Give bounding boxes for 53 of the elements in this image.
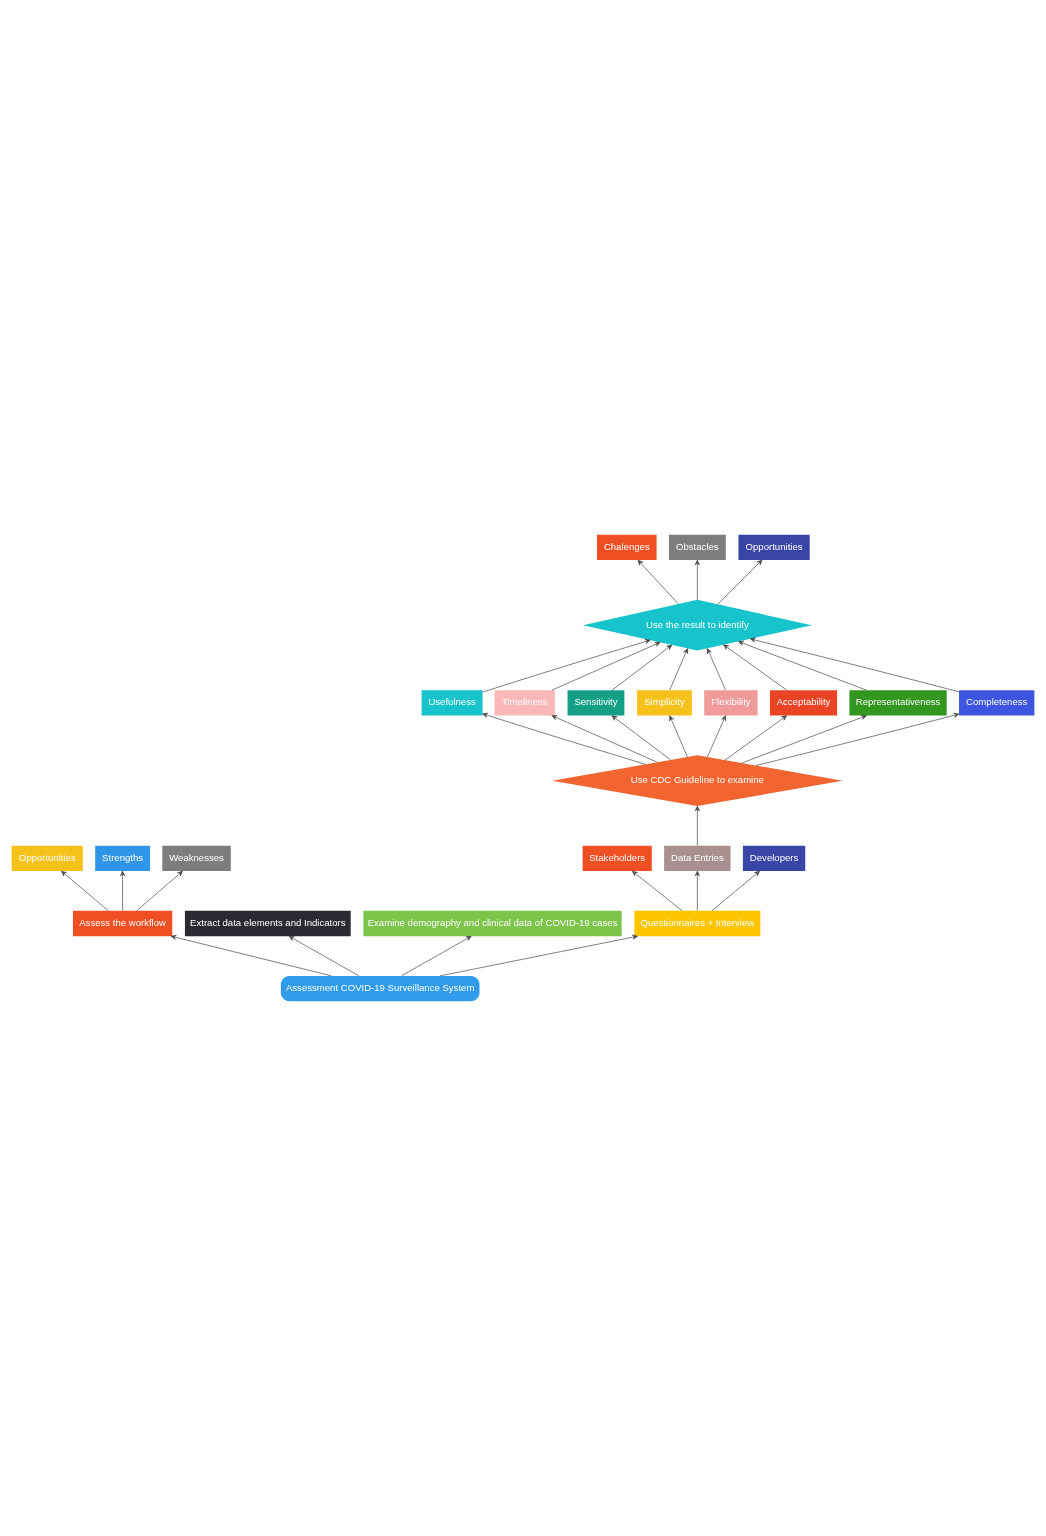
node-box: Sensitivity [567, 690, 625, 716]
arrow [120, 870, 126, 911]
arrow [136, 870, 183, 912]
arrow [401, 935, 472, 977]
arrow [611, 715, 672, 761]
arrow [669, 715, 688, 758]
arrow [551, 715, 658, 763]
arrow [711, 870, 760, 912]
arrow [694, 559, 700, 601]
arrow [724, 715, 787, 761]
arrow [694, 805, 700, 846]
arrow [61, 870, 109, 912]
arrow [738, 640, 867, 691]
node-box: Extract data elements and Indicators [184, 910, 351, 937]
node-box: Strengths [95, 845, 150, 872]
arrow [749, 637, 960, 693]
arrow [439, 934, 638, 977]
node-box: Stakeholders [582, 845, 652, 872]
arrow [482, 639, 651, 693]
node-box: Chalenges [597, 534, 657, 561]
node-box: Acceptability [769, 690, 838, 716]
node-box: Timeliness [494, 690, 555, 716]
arrow [611, 644, 673, 691]
node-box: Weaknesses [162, 845, 231, 872]
node-box: Assessment COVID-19 Surveillance System [280, 975, 480, 1002]
arrow [717, 559, 763, 605]
arrow [637, 559, 679, 605]
node-box: Flexibility [704, 690, 758, 716]
arrow [482, 712, 646, 765]
node-box: Representativeness [849, 690, 947, 716]
arrow [170, 934, 332, 977]
node-box: Questionnaires + Interview [634, 910, 761, 937]
arrow [741, 715, 867, 764]
arrow [694, 870, 700, 911]
arrow [706, 648, 726, 691]
arrow [288, 935, 360, 977]
arrow [669, 648, 688, 691]
arrow [632, 870, 683, 912]
node-box: Opportunities [738, 534, 810, 561]
arrow [723, 644, 788, 691]
node-box: Examine demography and clinical data of COVID-19 cases [363, 910, 622, 937]
arrow [707, 715, 726, 758]
node-box: Obstacles [668, 534, 726, 561]
node-box: Data Entries [664, 845, 731, 872]
node-box: Completeness [959, 690, 1035, 716]
node-box: Usefulness [421, 690, 483, 716]
node-box: Simplicity [637, 690, 692, 716]
node-box: Assess the workflow [72, 910, 173, 937]
arrow [755, 712, 960, 766]
node-box: Opportunities [11, 845, 83, 872]
node-box: Developers [742, 845, 806, 872]
node-diamond: Use CDC Guideline to examine [552, 755, 843, 806]
arrow [551, 641, 661, 691]
